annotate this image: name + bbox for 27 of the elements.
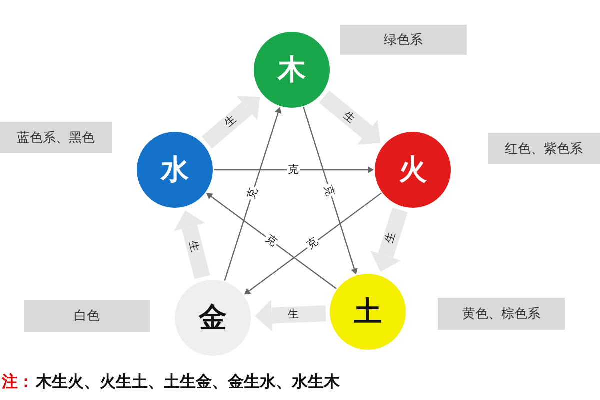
- color-tag: 白色: [24, 300, 150, 332]
- edge-label: 生: [286, 308, 300, 322]
- edge-label: 克: [303, 234, 322, 253]
- generating-arrow: [174, 210, 210, 280]
- note-text: 注：: [2, 372, 34, 393]
- generating-arrow: [370, 208, 408, 272]
- element-circle: 火: [375, 132, 451, 208]
- generating-arrow: [319, 90, 381, 145]
- arrow: [244, 192, 382, 295]
- arrow: [303, 107, 358, 275]
- element-circle: 土: [330, 274, 406, 350]
- arrow: [214, 166, 374, 174]
- arrow: [224, 107, 282, 282]
- element-circle: 木: [254, 32, 330, 108]
- edge-label: 克: [321, 182, 338, 199]
- edge-label: 克: [244, 185, 260, 202]
- generating-arrow: [202, 96, 260, 149]
- color-tag: 蓝色系、黑色: [0, 122, 112, 153]
- note-text: 木生火、火生土、土生金、金生水、水生木: [36, 372, 340, 393]
- arrow: [206, 193, 337, 290]
- element-circle: 水: [137, 132, 213, 208]
- edge-label: 克: [287, 163, 300, 176]
- color-tag: 黄色、棕色系: [438, 298, 565, 330]
- element-circle: 金: [175, 280, 251, 356]
- generating-arrow: [254, 300, 326, 332]
- color-tag: 绿色系: [340, 25, 467, 55]
- color-tag: 红色、紫色系: [488, 133, 600, 164]
